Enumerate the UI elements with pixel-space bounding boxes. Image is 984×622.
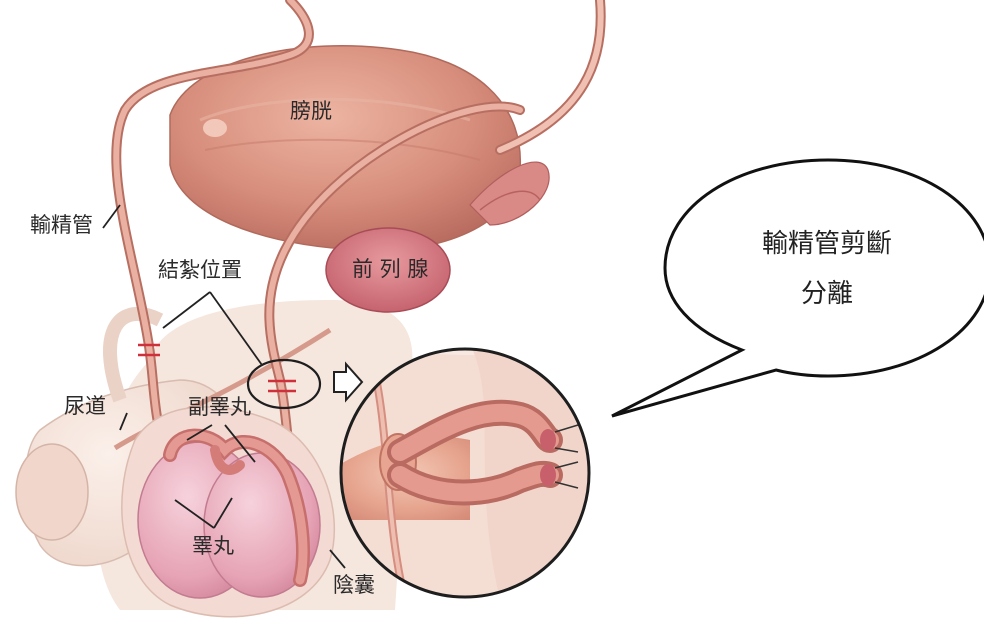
label-ligation-site: 結紮位置 — [158, 258, 242, 282]
callout-bubble — [612, 160, 984, 416]
label-scrotum: 陰囊 — [333, 573, 375, 597]
label-epididymis: 副睪丸 — [188, 395, 251, 419]
label-urethra: 尿道 — [64, 394, 106, 418]
label-vas-deferens: 輸精管 — [30, 213, 93, 237]
label-testis: 睪丸 — [192, 534, 234, 558]
callout-line-1: 輸精管剪斷 — [762, 229, 892, 259]
label-bladder: 膀胱 — [290, 99, 332, 123]
callout-line-2: 分離 — [801, 279, 853, 309]
label-prostate: 前 列 腺 — [352, 257, 428, 281]
bladder — [170, 46, 520, 251]
